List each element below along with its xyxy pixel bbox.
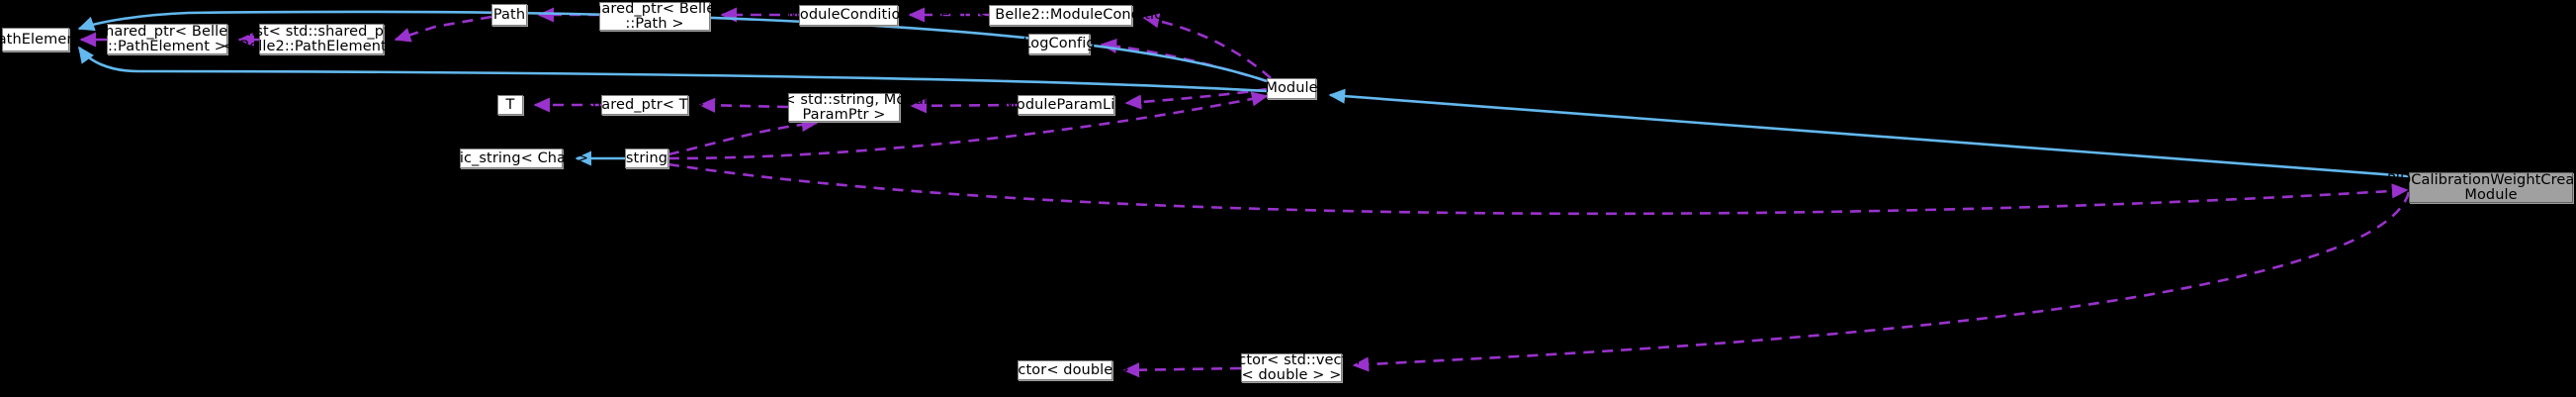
node-label-vector-vector-double: vector< std::vector < double > > bbox=[1220, 351, 1363, 383]
node-path-element[interactable]: PathElement bbox=[0, 28, 81, 51]
node-module[interactable]: Module bbox=[1265, 78, 1318, 99]
node-vector-double[interactable]: vector< double > bbox=[1001, 360, 1129, 380]
node-label-path-element: PathElement bbox=[0, 31, 82, 48]
node-label-shared-ptr-path: shared_ptr< Belle2 ::Path > bbox=[584, 0, 725, 32]
edge-pidcalibrationmodule-inherits-module bbox=[1328, 88, 2410, 178]
edge-module-to-moduleparamlist bbox=[1124, 87, 1268, 110]
node-shared-ptr-path-element[interactable]: shared_ptr< Belle2 ::PathElement > bbox=[97, 24, 236, 54]
node-vector-vector-double[interactable]: vector< std::vector < double > > bbox=[1221, 352, 1362, 382]
node-label-log-config: LogConfig bbox=[1022, 36, 1096, 51]
edge-module-to-logconfig bbox=[1100, 38, 1268, 83]
node-pid-calibration-module[interactable]: PIDCalibrationWeightCreator Module bbox=[2387, 172, 2576, 203]
node-label-vector-module-condition: vector< Belle2::ModuleCondition > bbox=[932, 7, 1190, 23]
usage-edges bbox=[79, 7, 2411, 378]
node-label-vector-double: vector< double > bbox=[1000, 361, 1130, 378]
node-label-shared-ptr-t: shared_ptr< T > bbox=[584, 96, 705, 113]
node-vector-module-condition[interactable]: vector< Belle2::ModuleCondition > bbox=[933, 5, 1189, 26]
node-label-path: Path bbox=[492, 6, 526, 23]
node-label-module-param-list: ModuleParamList bbox=[1004, 96, 1128, 113]
node-map-string-moduleparam[interactable]: map< std::string, Module ParamPtr > bbox=[752, 92, 936, 122]
node-label-t: T bbox=[505, 96, 515, 113]
node-label-string: string bbox=[625, 149, 668, 166]
inheritance-edges bbox=[77, 10, 2410, 178]
node-basic-string-char[interactable]: basic_string< Char > bbox=[434, 149, 588, 168]
node-label-pid-calibration-module: PIDCalibrationWeightCreator Module bbox=[2386, 171, 2576, 203]
node-module-condition[interactable]: ModuleCondition bbox=[787, 5, 910, 26]
node-log-config[interactable]: LogConfig bbox=[1022, 34, 1096, 54]
node-label-map-string-moduleparam: map< std::string, Module ParamPtr > bbox=[751, 91, 937, 123]
edge-pidcalibrationmodule-to-vectorvectordouble bbox=[1352, 191, 2411, 372]
node-label-module: Module bbox=[1265, 80, 1318, 96]
node-list-shared-ptr[interactable]: list< std::shared_ptr < Belle2::PathElem… bbox=[222, 24, 420, 54]
node-module-param-list[interactable]: ModuleParamList bbox=[1004, 95, 1128, 115]
node-shared-ptr-t[interactable]: shared_ptr< T > bbox=[584, 95, 705, 115]
node-t[interactable]: T bbox=[497, 95, 523, 115]
edge-string-to-pidcalibrationmodule bbox=[667, 162, 2409, 216]
edge-module-to-vectormodulecondition bbox=[1142, 13, 1272, 79]
node-shared-ptr-path[interactable]: shared_ptr< Belle2 ::Path > bbox=[584, 1, 724, 31]
node-label-basic-string-char: basic_string< Char > bbox=[433, 149, 589, 166]
node-label-list-shared-ptr: list< std::shared_ptr < Belle2::PathElem… bbox=[222, 23, 420, 54]
node-label-shared-ptr-path-element: shared_ptr< Belle2 ::PathElement > bbox=[97, 23, 237, 54]
edge-string-to-mapstring bbox=[667, 117, 819, 156]
node-path[interactable]: Path bbox=[491, 4, 527, 26]
node-string[interactable]: string bbox=[625, 149, 668, 168]
node-label-module-condition: ModuleCondition bbox=[787, 7, 910, 23]
